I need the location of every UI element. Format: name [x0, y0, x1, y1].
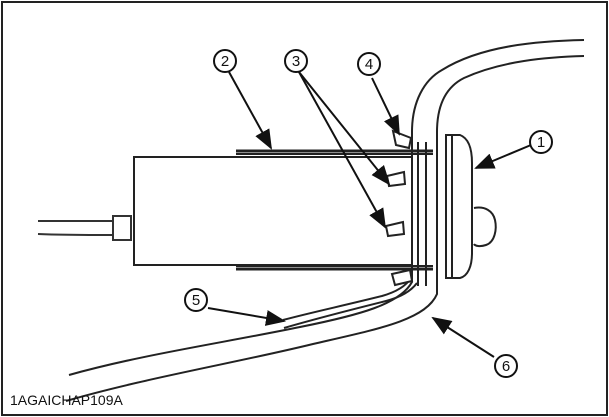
- switch-cap: [445, 134, 497, 279]
- svg-text:1: 1: [537, 134, 545, 151]
- callout-4: 4: [357, 52, 381, 76]
- svg-text:3: 3: [292, 53, 300, 70]
- svg-text:2: 2: [221, 53, 229, 70]
- cable: [37, 215, 132, 241]
- svg-text:5: 5: [192, 292, 200, 309]
- callout-2: 2: [213, 49, 237, 73]
- svg-text:4: 4: [365, 56, 373, 73]
- callout-5: 5: [184, 288, 208, 312]
- retaining-clips: [384, 129, 414, 287]
- svg-text:6: 6: [502, 358, 510, 375]
- callout-3: 3: [284, 49, 308, 73]
- callout-leaders: [207, 71, 532, 358]
- callout-6: 6: [494, 354, 518, 378]
- callout-1: 1: [529, 130, 553, 154]
- switch-body: [133, 149, 433, 271]
- mounting-panel: [65, 39, 585, 402]
- figure-caption: 1AGAICHAP109A: [10, 392, 123, 408]
